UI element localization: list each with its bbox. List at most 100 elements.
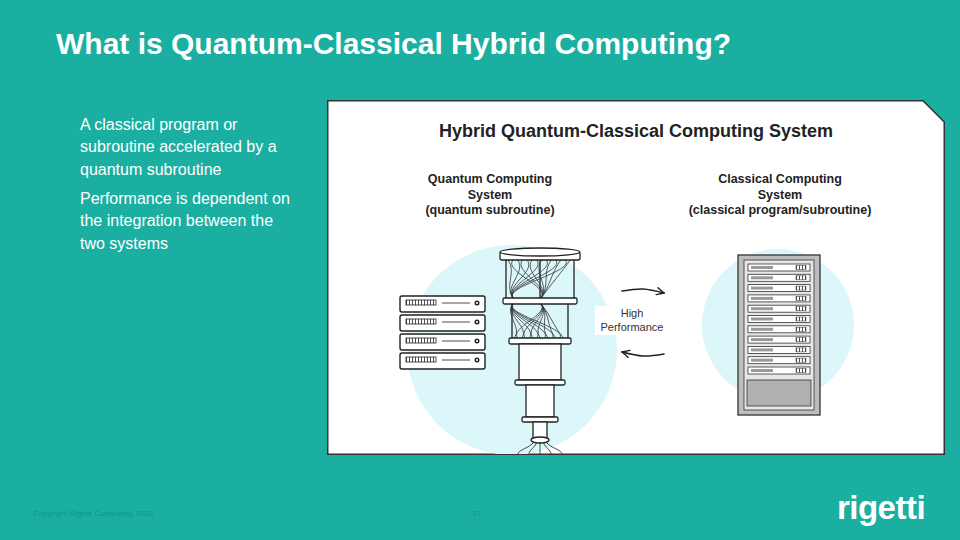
illustration-stroke xyxy=(751,287,773,290)
illustration-stroke xyxy=(512,304,546,338)
illustration-stroke xyxy=(796,369,806,373)
illustration-stroke xyxy=(508,260,570,338)
illustration-stroke xyxy=(748,264,810,374)
illustration-stroke xyxy=(748,326,810,333)
illustration-stroke xyxy=(751,338,773,341)
illustration-stroke xyxy=(400,315,485,331)
illustration-stroke xyxy=(526,385,554,417)
illustration-stroke xyxy=(541,260,561,298)
illustration-stroke xyxy=(751,297,773,300)
illustration-stroke xyxy=(567,304,568,340)
illustration-stroke xyxy=(519,344,561,380)
illustration-stroke xyxy=(475,358,479,362)
illustration-stroke xyxy=(531,437,549,443)
illustration-stroke xyxy=(751,276,773,279)
illustration-stroke xyxy=(512,260,548,298)
illustration-stroke xyxy=(748,346,810,353)
illustration-stroke xyxy=(475,301,479,305)
illustration-stroke xyxy=(406,357,436,362)
dilution-refrigerator xyxy=(500,248,580,454)
illustration-stroke xyxy=(541,260,551,298)
illustration-stroke xyxy=(512,304,538,338)
illustration-stroke xyxy=(511,304,512,340)
illustration-stroke xyxy=(508,260,513,298)
system-panel: Hybrid Quantum-Classical Computing Syste… xyxy=(327,100,945,455)
illustration-stroke xyxy=(751,328,773,331)
illustration-stroke xyxy=(796,317,806,321)
server-unit xyxy=(400,296,485,312)
illustration-stroke xyxy=(796,327,806,331)
backdrop-circles xyxy=(407,245,854,454)
illustration-stroke xyxy=(505,260,506,300)
illustration-stroke xyxy=(546,442,562,454)
illustration-stroke xyxy=(531,304,543,338)
copyright-note: Copyright Rigetti Computing 2023 xyxy=(33,509,233,519)
flow-arrow xyxy=(622,289,664,293)
quantum-system: Quantum Computing System(quantum subrout… xyxy=(380,172,618,455)
illustration-stroke xyxy=(509,338,571,344)
illustration-stroke xyxy=(796,307,806,311)
illustration-stroke xyxy=(573,260,574,300)
illustration-stroke xyxy=(503,298,577,304)
illustration-stroke xyxy=(500,252,580,260)
illustration-stroke xyxy=(511,304,523,338)
illustration-stroke xyxy=(406,319,436,324)
illustration-stroke xyxy=(541,304,563,338)
illustration-stroke xyxy=(796,358,806,362)
illustration-stroke xyxy=(517,304,543,338)
illustration-stroke xyxy=(796,276,806,280)
illustration-stroke xyxy=(406,338,436,343)
illustration-stroke xyxy=(748,264,810,271)
system-role: (classical program/subroutine) xyxy=(668,203,892,219)
illustration-stroke xyxy=(500,248,580,256)
illustration-stroke xyxy=(518,442,562,454)
illustration-stroke xyxy=(748,285,810,292)
illustration-stroke xyxy=(796,266,806,270)
system-role: (quantum subroutine) xyxy=(380,203,600,219)
illustration-stroke xyxy=(400,334,485,350)
illustration-stroke xyxy=(748,357,810,364)
illustration-stroke xyxy=(751,266,773,269)
illustration-stroke xyxy=(751,307,773,310)
illustration-stroke xyxy=(511,304,517,338)
illustration-stroke xyxy=(541,304,556,338)
illustration-stroke xyxy=(475,320,479,324)
illustration-stroke xyxy=(751,359,773,362)
illustration-stroke xyxy=(521,260,542,298)
flow-arrow xyxy=(622,352,664,356)
illustration-stroke xyxy=(541,304,548,338)
illustration-stroke xyxy=(511,260,528,298)
illustration-stroke xyxy=(751,369,773,372)
illustration-stroke xyxy=(529,442,537,454)
page-number: 27 xyxy=(462,509,492,519)
server-unit xyxy=(400,334,485,350)
illustration-stroke xyxy=(512,304,560,338)
server-rack xyxy=(738,255,820,415)
server-stack xyxy=(400,296,485,369)
illustration-stroke xyxy=(518,442,534,454)
illustration-stroke xyxy=(512,260,557,298)
illustration-stroke xyxy=(400,296,485,312)
illustration-stroke xyxy=(511,260,520,298)
illustration-stroke xyxy=(744,260,814,410)
illustration-stroke xyxy=(400,353,485,369)
illustration-stroke xyxy=(475,339,479,343)
illustration-stroke xyxy=(796,286,806,290)
quantum-backdrop xyxy=(407,245,617,454)
illustration-stroke xyxy=(751,348,773,351)
illustration-stroke xyxy=(442,322,470,323)
panel-outline xyxy=(327,100,945,455)
illustration-stroke xyxy=(442,303,470,304)
illustration-stroke xyxy=(738,255,820,415)
illustration-stroke xyxy=(538,304,544,338)
illustration-stroke xyxy=(539,260,540,300)
classical-backdrop xyxy=(702,249,854,401)
company-logo: rigetti xyxy=(822,490,940,526)
illustration-stroke xyxy=(512,260,538,298)
illustration-stroke xyxy=(751,318,773,321)
illustration-stroke xyxy=(539,260,544,298)
classical-system: Classical Computing System(classical pro… xyxy=(668,172,892,455)
illustration-stroke xyxy=(530,260,543,298)
